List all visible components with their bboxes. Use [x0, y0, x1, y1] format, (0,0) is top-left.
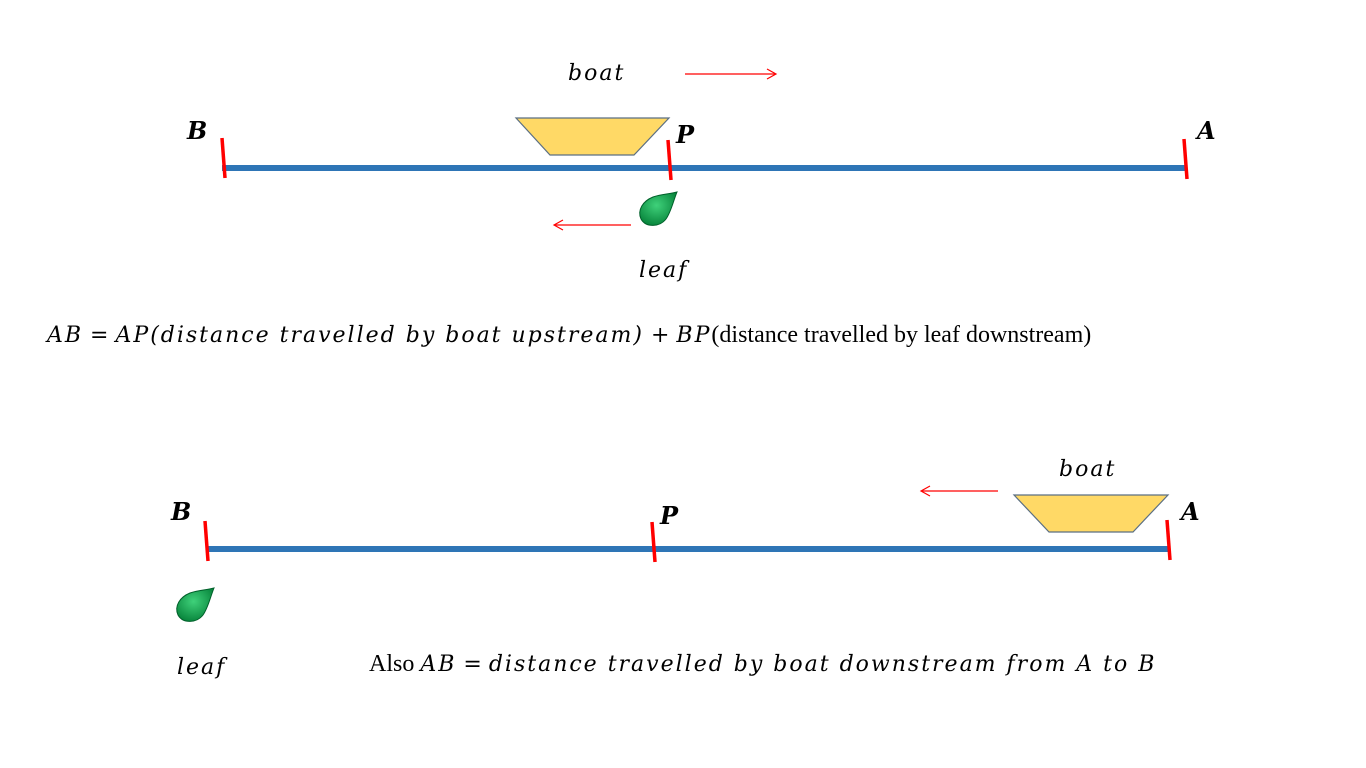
bottom-boat-label: boat — [1059, 457, 1116, 482]
top-point-a: A — [1195, 116, 1216, 145]
equation-term2-desc: (distance travelled by leaf downstream) — [711, 322, 1092, 348]
bottom-scene: boat B P A leaf — [170, 457, 1200, 680]
top-boat-icon — [514, 117, 671, 156]
top-tick-b — [220, 137, 227, 179]
top-boat-arrow-icon — [685, 68, 778, 80]
bottom-tick-a — [1165, 519, 1172, 561]
top-tick-p — [666, 139, 673, 181]
top-leaf-label: leaf — [639, 258, 690, 283]
top-leaf-icon — [639, 191, 678, 226]
also-equals: = — [456, 652, 489, 677]
equation-term2: BP — [676, 323, 712, 348]
also-rhs: distance travelled by boat downstream fr… — [488, 652, 1157, 677]
top-boat-label: boat — [568, 61, 625, 86]
equation-plus: + — [644, 323, 677, 348]
top-scene: boat B P A leaf — [186, 61, 1216, 283]
equation-also-ab: Also AB = distance travelled by boat dow… — [369, 651, 1156, 678]
top-point-p: P — [675, 120, 695, 149]
bottom-point-p: P — [659, 501, 679, 530]
equation-term1: AP — [115, 323, 151, 348]
equation-term1-desc: (distance travelled by boat upstream) — [150, 323, 644, 348]
also-lhs: AB — [420, 652, 457, 677]
equation-equals: = — [83, 323, 116, 348]
bottom-boat-icon — [1012, 494, 1170, 533]
equation-ab-sum: AB = AP(distance travelled by boat upstr… — [47, 322, 1091, 349]
bottom-leaf-icon — [176, 587, 215, 622]
equation-lhs: AB — [47, 323, 84, 348]
bottom-point-a: A — [1179, 497, 1200, 526]
top-point-b: B — [186, 116, 207, 145]
top-tick-a — [1182, 138, 1189, 180]
bottom-boat-arrow-icon — [919, 485, 998, 497]
top-leaf-arrow-icon — [552, 219, 631, 231]
bottom-point-b: B — [170, 497, 191, 526]
bottom-tick-p — [650, 521, 657, 563]
bottom-leaf-label: leaf — [177, 655, 228, 680]
also-word: Also — [369, 651, 421, 677]
bottom-tick-b — [203, 520, 210, 562]
